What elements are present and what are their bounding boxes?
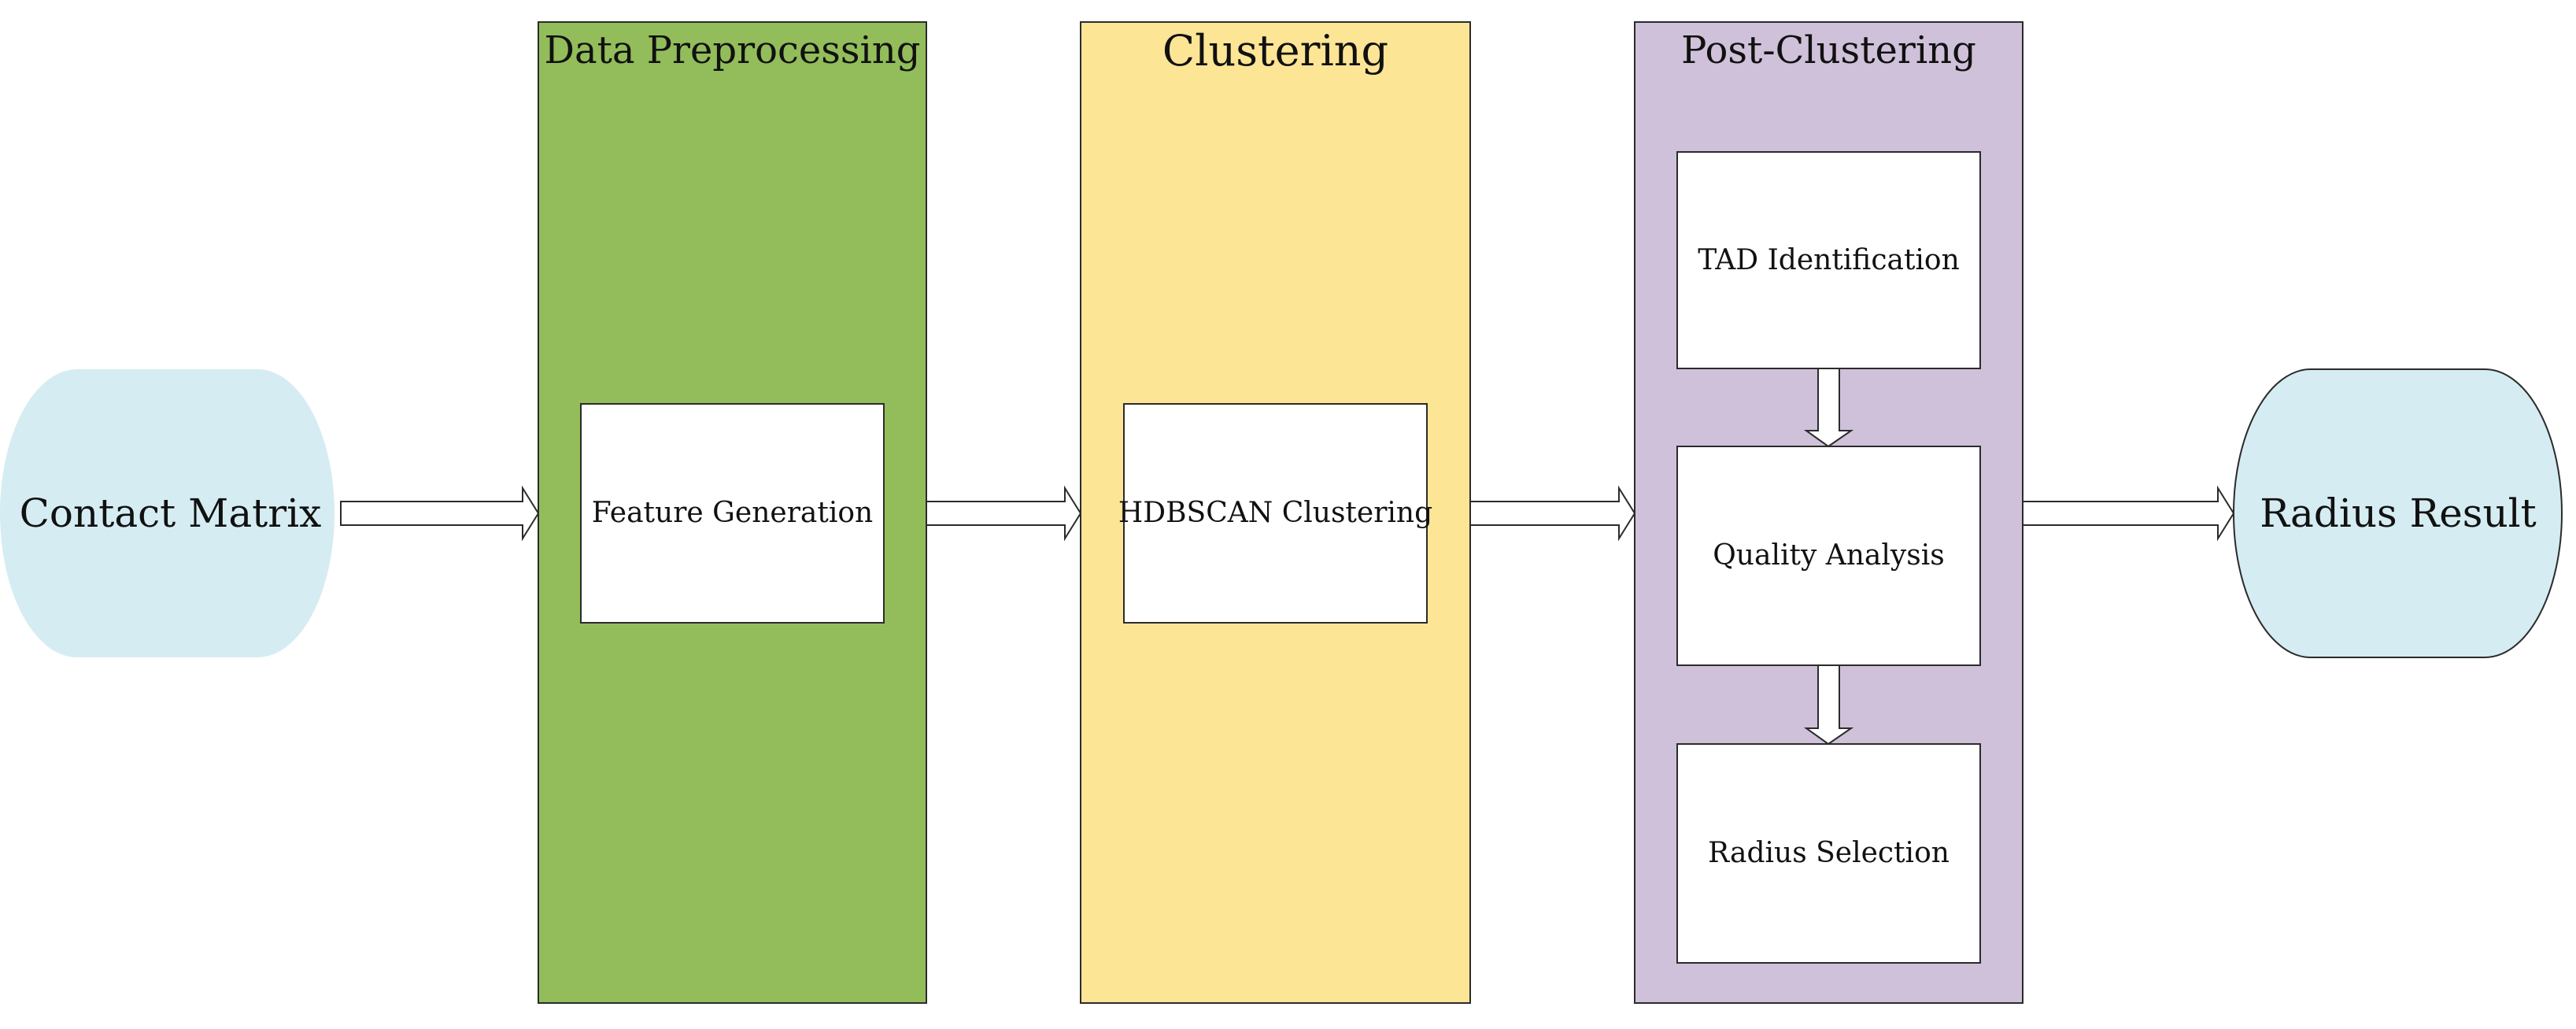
arrow-right-icon: [2022, 485, 2235, 542]
step-box-tad-identification: [1676, 151, 1981, 369]
step-label-tad-identification: TAD Identification: [1698, 243, 1960, 276]
input-terminal-label: Contact Matrix: [19, 490, 322, 536]
step-box-radius-selection: [1676, 743, 1981, 964]
step-label-feature-generation: Feature Generation: [591, 497, 874, 529]
stage-title-clustering: Clustering: [1162, 26, 1389, 76]
arrow-down-icon: [1803, 368, 1854, 448]
input-terminal-shape: [0, 369, 334, 657]
stage-title-post-clustering: Post-Clustering: [1681, 28, 1976, 72]
arrow-right-icon: [340, 485, 540, 542]
step-label-radius-selection: Radius Selection: [1708, 837, 1950, 869]
output-terminal-label: Radius Result: [2260, 490, 2537, 536]
stage-title-data-preprocessing: Data Preprocessing: [544, 28, 921, 72]
output-terminal-shape: [2233, 368, 2563, 658]
arrow-right-icon: [1469, 485, 1636, 542]
arrow-right-icon: [926, 485, 1082, 542]
step-box-feature-generation: [580, 403, 885, 624]
step-box-hdbscan-clustering: [1123, 403, 1428, 624]
step-label-hdbscan-clustering: HDBSCAN Clustering: [1118, 497, 1433, 529]
arrow-down-icon: [1803, 664, 1854, 746]
step-box-quality-analysis: [1676, 446, 1981, 666]
step-label-quality-analysis: Quality Analysis: [1713, 539, 1945, 572]
